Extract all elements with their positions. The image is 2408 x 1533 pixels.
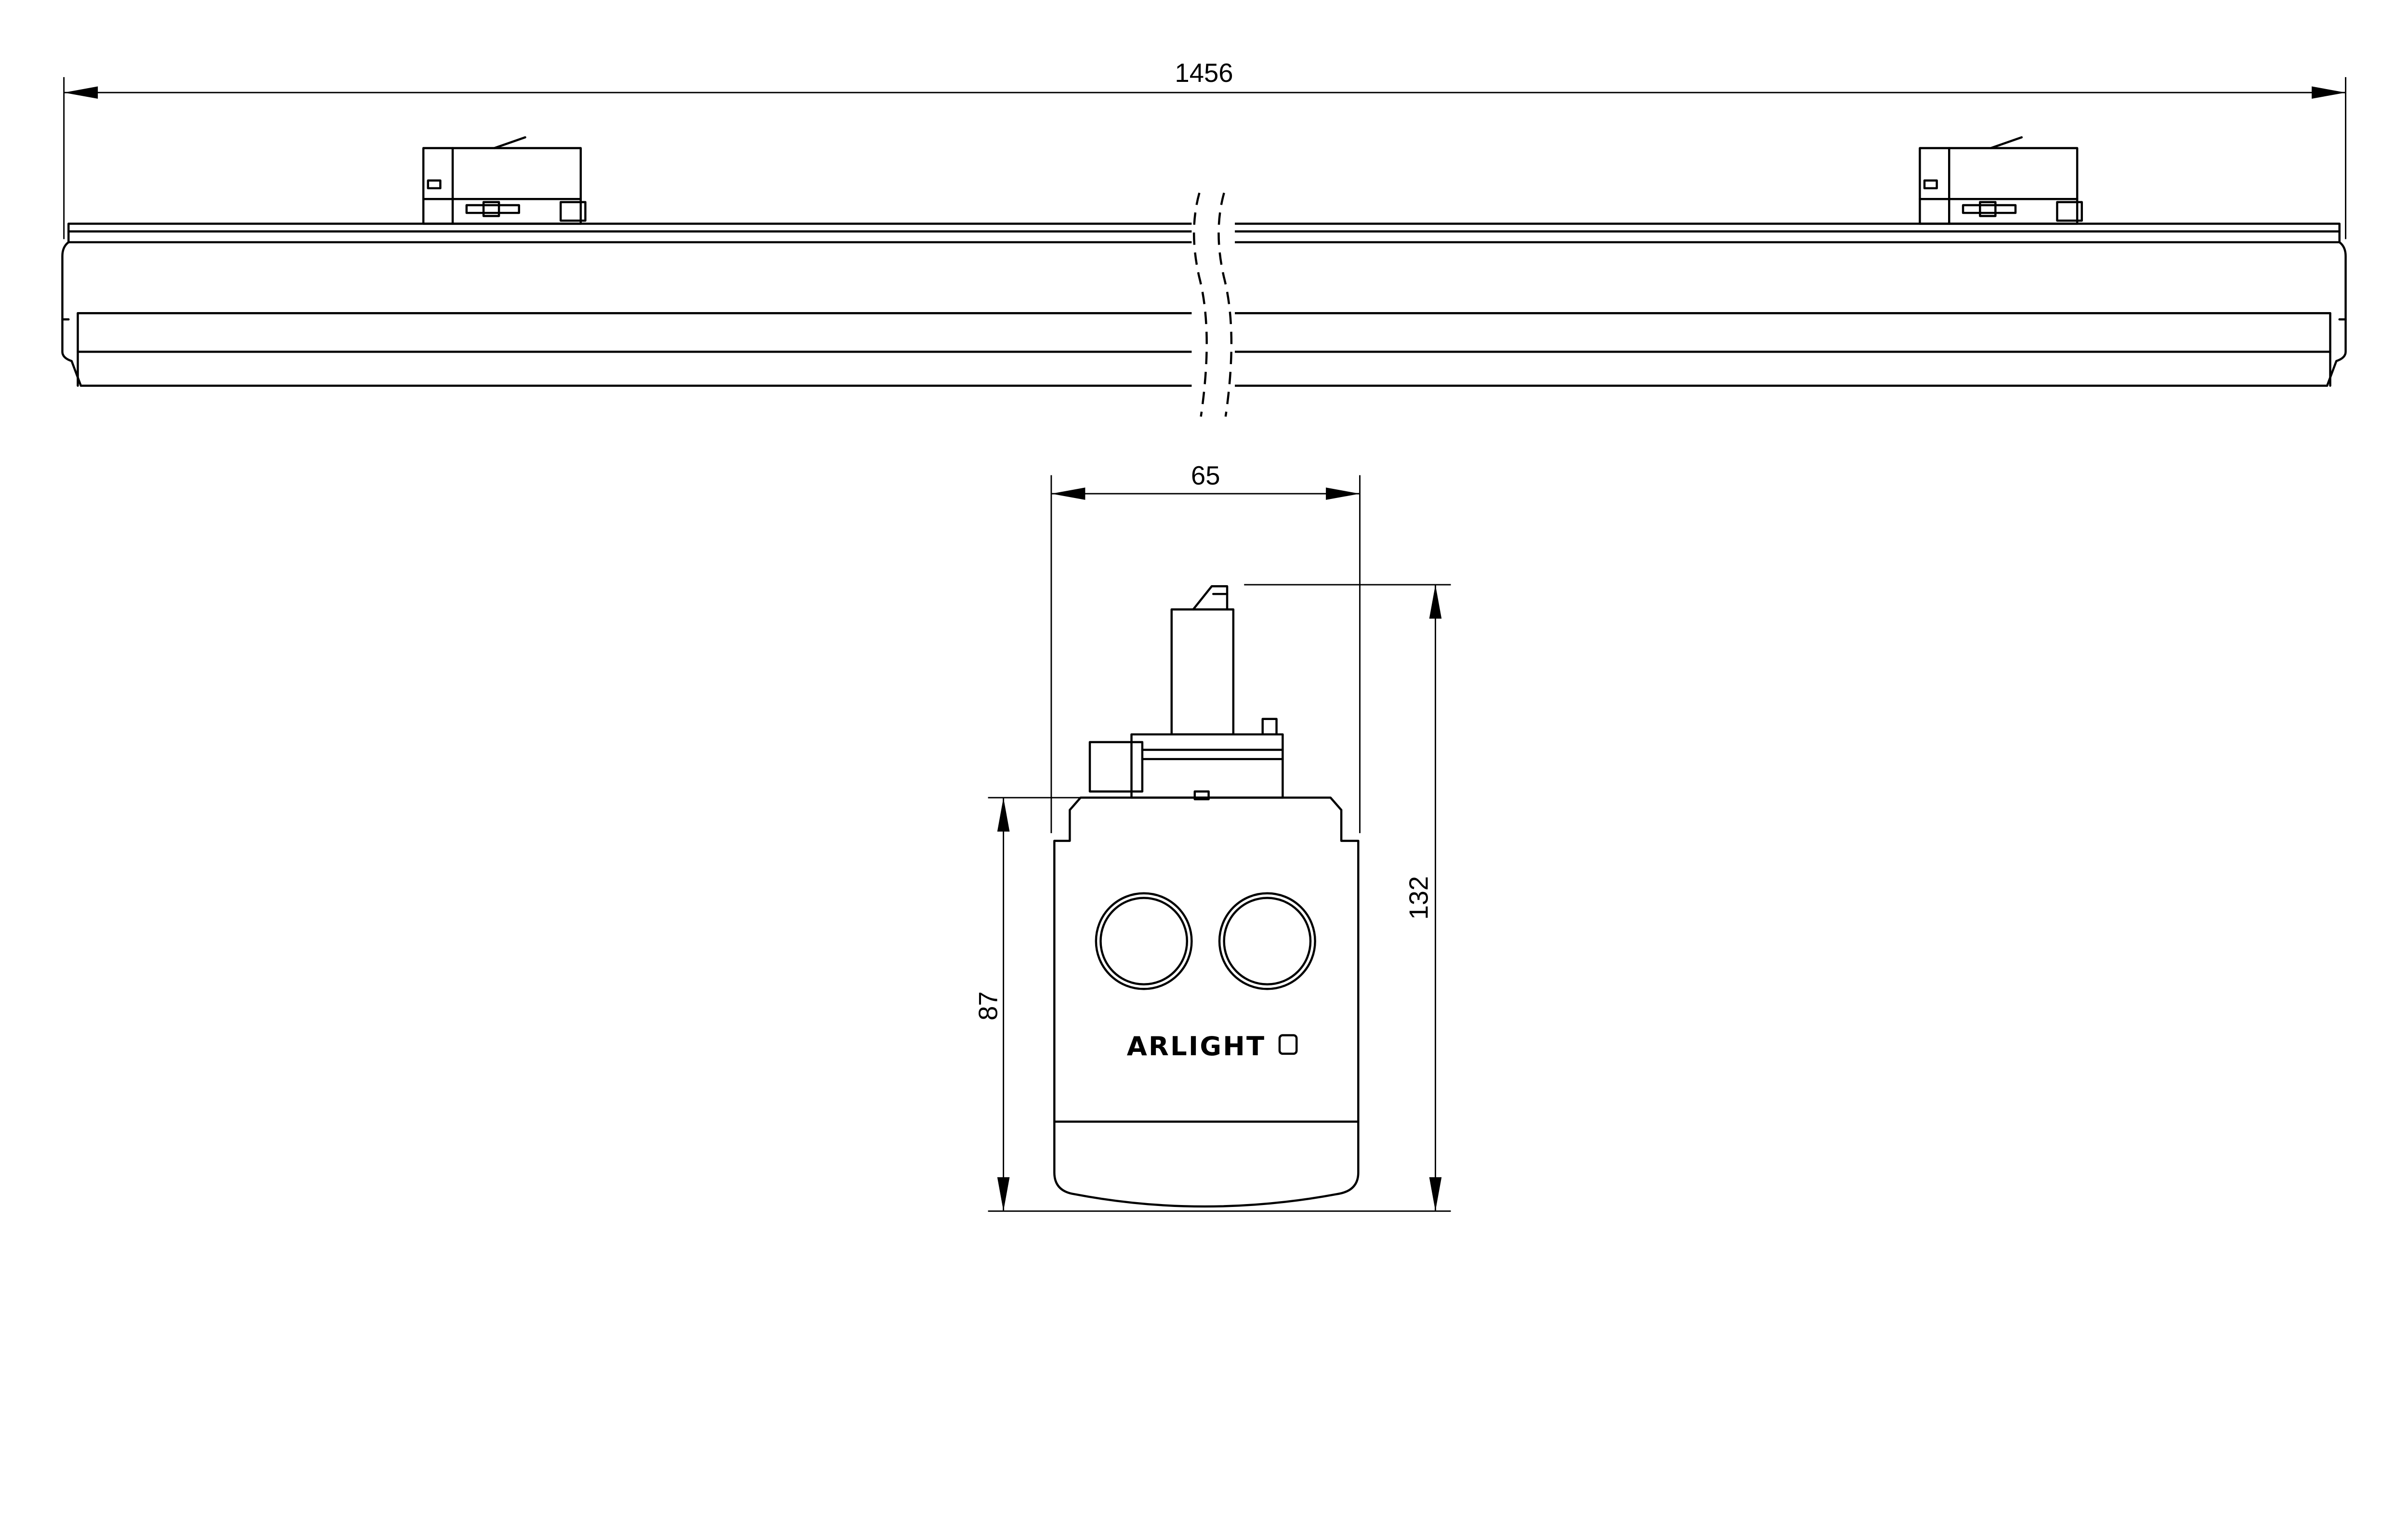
body-height-dimension: 87: [974, 797, 1451, 1212]
total-height-label: 132: [1404, 876, 1433, 920]
brand-logo: ARLIGHT: [1127, 1031, 1266, 1061]
break-line: [1217, 192, 1233, 417]
adapter-front: [1088, 585, 1284, 800]
side-view: 1456: [61, 58, 2347, 424]
length-label: 1456: [1175, 58, 1233, 88]
width-dimension: 65: [1050, 461, 1361, 833]
track-adapter-right: [1919, 136, 2083, 225]
luminaire-housing: ARLIGHT: [1053, 796, 1360, 1208]
technical-drawing: 1456: [61, 58, 2347, 1212]
track-luminaire-body: [61, 185, 2347, 424]
width-label: 65: [1191, 461, 1220, 490]
total-height-dimension: 132: [1244, 584, 1451, 1211]
track-adapter-left: [422, 136, 587, 225]
front-view: 65 ARLIGHT: [974, 461, 1451, 1212]
length-dimension: 1456: [63, 58, 2346, 239]
lens-right: [1218, 892, 1316, 990]
break-line: [1192, 192, 1208, 417]
lens-left: [1095, 892, 1193, 990]
body-height-label: 87: [974, 991, 1003, 1021]
